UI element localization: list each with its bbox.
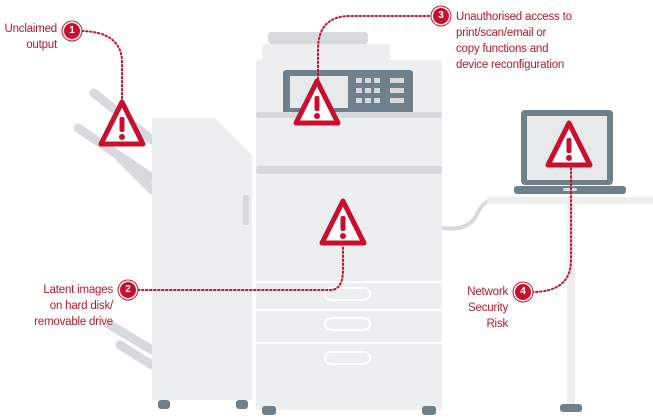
callout-label-2: Latent images on hard disk/ removable dr…	[34, 282, 113, 330]
warning-triangle-icon	[545, 120, 593, 168]
label-line: removable drive	[34, 316, 113, 328]
callout-label-1: Unclaimed output	[4, 21, 57, 53]
warning-triangle-icon	[319, 198, 367, 246]
label-line: Unclaimed	[4, 23, 57, 35]
finisher-unit	[152, 118, 252, 400]
label-line: device reconfiguration	[456, 59, 565, 71]
network-cable	[441, 198, 496, 231]
label-line: Risk	[486, 318, 508, 330]
callout-number-4: 4	[515, 284, 531, 300]
callout-number-3: 3	[433, 8, 449, 24]
printer-unit	[256, 32, 442, 415]
label-line: Unauthorised access to	[456, 11, 572, 23]
label-line: print/scan/email or	[456, 27, 547, 39]
label-line: Security	[468, 302, 508, 314]
callout-number-1: 1	[64, 23, 80, 39]
warning-triangle-icon	[293, 78, 341, 126]
label-line: on hard disk/	[49, 300, 113, 312]
warning-icons	[98, 78, 593, 246]
label-line: Latent images	[43, 284, 113, 296]
label-line: output	[26, 39, 57, 51]
warning-triangle-icon	[98, 99, 146, 147]
callout-label-3: Unauthorised access to print/scan/email …	[456, 9, 572, 73]
label-line: Network	[467, 286, 508, 298]
leader-lines	[81, 15, 572, 293]
callout-label-4: Network Security Risk	[467, 284, 508, 332]
callout-number-2: 2	[120, 282, 136, 298]
label-line: copy functions and	[456, 43, 549, 55]
keypad	[356, 78, 404, 103]
